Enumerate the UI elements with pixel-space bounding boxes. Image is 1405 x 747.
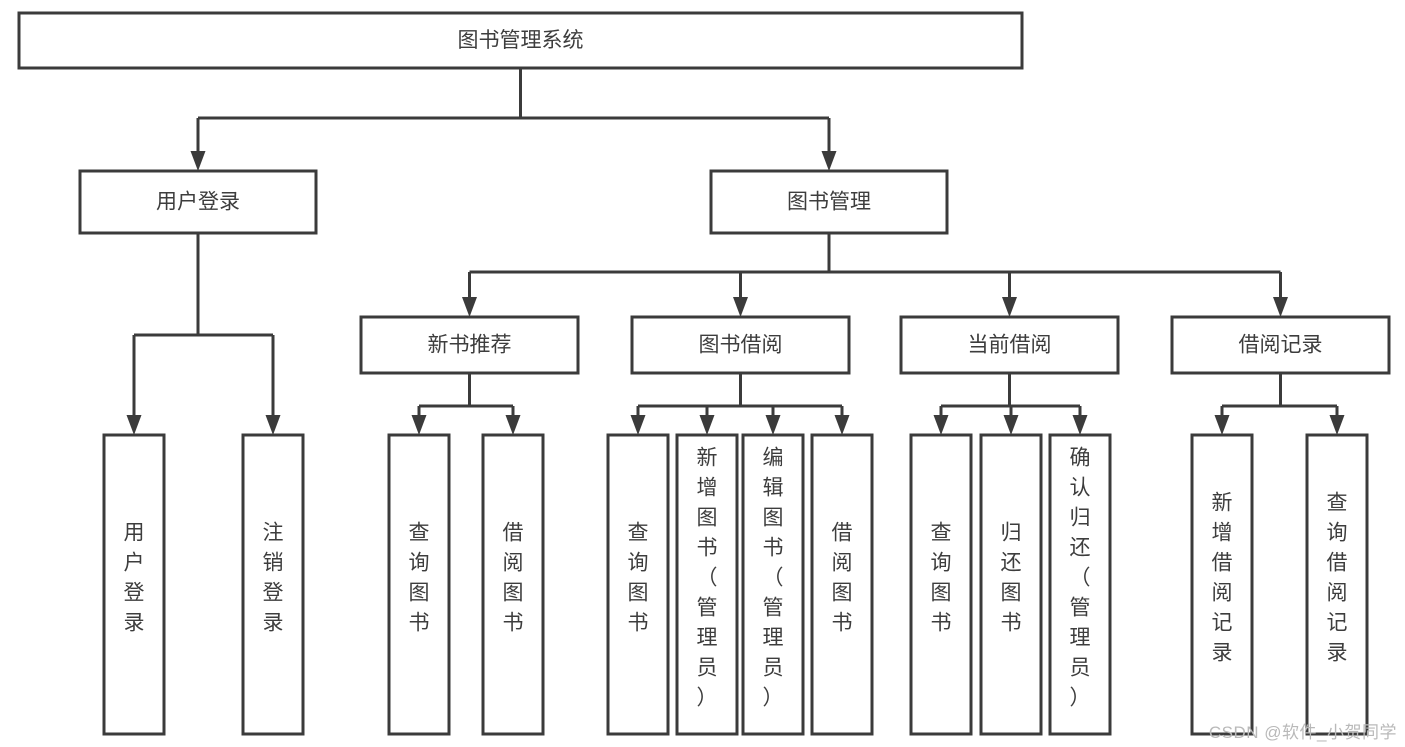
node-book-manage[interactable]: 图书管理 bbox=[709, 169, 949, 235]
node-box[interactable] bbox=[741, 433, 805, 736]
node-leaf-user-login[interactable]: 用户登录 bbox=[102, 433, 166, 736]
node-label: 查询图书 bbox=[931, 522, 952, 635]
node-label: 图书管理系统 bbox=[458, 29, 584, 52]
node-box[interactable] bbox=[979, 433, 1043, 736]
connector-book-manage-to-level3 bbox=[462, 233, 1288, 317]
node-label: 归还图书 bbox=[1001, 522, 1022, 635]
node-box[interactable] bbox=[630, 315, 851, 375]
node-box[interactable] bbox=[709, 169, 949, 235]
node-label: 图书管理 bbox=[787, 191, 871, 214]
node-bb-query-book[interactable]: 查询图书 bbox=[606, 433, 670, 736]
node-box[interactable] bbox=[17, 11, 1024, 70]
node-label: 新增借阅记录 bbox=[1212, 492, 1233, 665]
node-cb-confirm-return[interactable]: 确认归还（管理员） bbox=[1048, 433, 1112, 736]
node-label: 新书推荐 bbox=[428, 334, 512, 357]
node-bb-borrow-book[interactable]: 借阅图书 bbox=[810, 433, 874, 736]
node-borrow-record[interactable]: 借阅记录 bbox=[1170, 315, 1391, 375]
connector-book-borrow-to-leaves bbox=[630, 373, 850, 435]
connector-borrow-record-to-leaves bbox=[1214, 373, 1345, 435]
node-cb-query-book[interactable]: 查询图书 bbox=[909, 433, 973, 736]
node-box[interactable] bbox=[241, 433, 305, 736]
node-label: 当前借阅 bbox=[968, 334, 1052, 357]
node-box[interactable] bbox=[1170, 315, 1391, 375]
node-cb-return-book[interactable]: 归还图书 bbox=[979, 433, 1043, 736]
node-nb-query-book[interactable]: 查询图书 bbox=[387, 433, 451, 736]
node-box[interactable] bbox=[1048, 433, 1112, 736]
node-box[interactable] bbox=[810, 433, 874, 736]
connector-user-login-to-leaves bbox=[126, 233, 281, 435]
node-box[interactable] bbox=[675, 433, 739, 736]
node-box[interactable] bbox=[1305, 433, 1369, 736]
node-label: 编辑图书（管理员） bbox=[763, 447, 784, 710]
node-box[interactable] bbox=[1190, 433, 1254, 736]
node-label: 查询图书 bbox=[628, 522, 649, 635]
node-bb-add-book[interactable]: 新增图书（管理员） bbox=[675, 433, 739, 736]
node-br-query-record[interactable]: 查询借阅记录 bbox=[1305, 433, 1369, 736]
node-label: 借阅图书 bbox=[832, 522, 853, 635]
node-box[interactable] bbox=[909, 433, 973, 736]
node-label: 借阅记录 bbox=[1239, 334, 1323, 357]
node-label: 查询图书 bbox=[409, 522, 430, 635]
node-user-login[interactable]: 用户登录 bbox=[78, 169, 318, 235]
node-book-borrow[interactable]: 图书借阅 bbox=[630, 315, 851, 375]
node-label: 注销登录 bbox=[263, 522, 284, 635]
node-label: 新增图书（管理员） bbox=[697, 447, 718, 710]
node-box[interactable] bbox=[481, 433, 545, 736]
node-box[interactable] bbox=[102, 433, 166, 736]
connector-new-book-recommend-to-leaves bbox=[411, 373, 521, 435]
node-label: 确认归还（管理员） bbox=[1070, 447, 1091, 710]
node-new-book-recommend[interactable]: 新书推荐 bbox=[359, 315, 580, 375]
node-box[interactable] bbox=[78, 169, 318, 235]
node-box[interactable] bbox=[359, 315, 580, 375]
node-label: 图书借阅 bbox=[699, 334, 783, 357]
node-bb-edit-book[interactable]: 编辑图书（管理员） bbox=[741, 433, 805, 736]
node-root[interactable]: 图书管理系统 bbox=[17, 11, 1024, 70]
node-label: 用户登录 bbox=[124, 522, 145, 635]
node-current-borrow[interactable]: 当前借阅 bbox=[899, 315, 1120, 375]
connector-current-borrow-to-leaves bbox=[933, 373, 1088, 435]
node-leaf-logout[interactable]: 注销登录 bbox=[241, 433, 305, 736]
node-nb-borrow-book[interactable]: 借阅图书 bbox=[481, 433, 545, 736]
node-box[interactable] bbox=[606, 433, 670, 736]
node-label: 用户登录 bbox=[156, 191, 240, 214]
node-label: 查询借阅记录 bbox=[1327, 492, 1348, 665]
node-box[interactable] bbox=[899, 315, 1120, 375]
node-box[interactable] bbox=[387, 433, 451, 736]
connector-root-to-level2 bbox=[190, 68, 837, 171]
node-label: 借阅图书 bbox=[503, 522, 524, 635]
node-br-add-record[interactable]: 新增借阅记录 bbox=[1190, 433, 1254, 736]
